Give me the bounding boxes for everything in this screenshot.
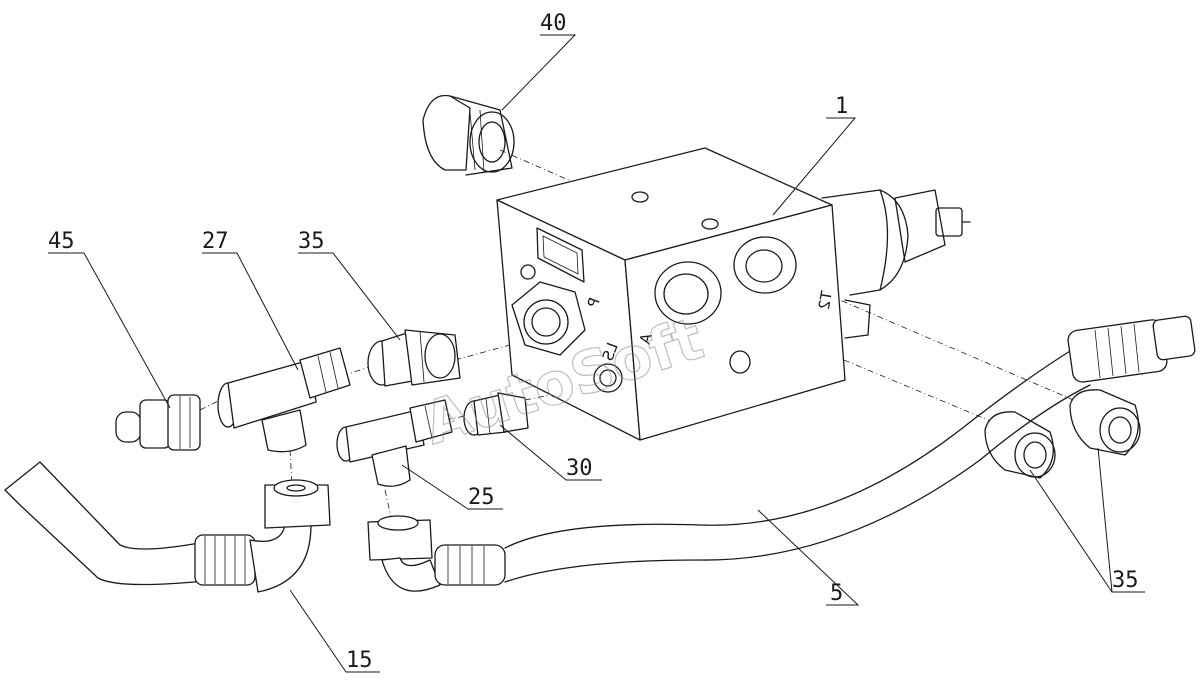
- port-label-ls: LS: [599, 340, 622, 363]
- callout-35-left: 35: [298, 229, 325, 254]
- tee-fitting-27: [217, 347, 351, 453]
- callout-15: 15: [346, 648, 373, 673]
- valve-block: [496, 147, 971, 441]
- port-label-t2: T2: [815, 289, 836, 312]
- callout-labels: 40 1 45 27 35 30 25 35 5 15: [48, 11, 1139, 673]
- hose-assembly-15: [4, 461, 331, 593]
- leader-lines: [48, 34, 1145, 673]
- callout-5: 5: [830, 581, 843, 606]
- adapter-fitting-30: [463, 392, 529, 436]
- callout-30: 30: [566, 456, 593, 481]
- callout-25: 25: [468, 485, 495, 510]
- callout-45: 45: [48, 229, 75, 254]
- callout-27: 27: [202, 229, 229, 254]
- port-markings: P A LS T2: [584, 289, 836, 364]
- adapter-fitting-35-right: [984, 389, 1141, 479]
- tee-fitting-25: [336, 399, 453, 487]
- plug-fitting-40: [422, 94, 515, 176]
- callout-40: 40: [540, 11, 567, 36]
- adapter-fitting-45: [115, 394, 201, 451]
- callout-1: 1: [835, 94, 848, 119]
- callout-35-right: 35: [1112, 568, 1139, 593]
- adapter-fitting-35-left: [367, 329, 461, 387]
- hose-assembly-5: [367, 315, 1196, 592]
